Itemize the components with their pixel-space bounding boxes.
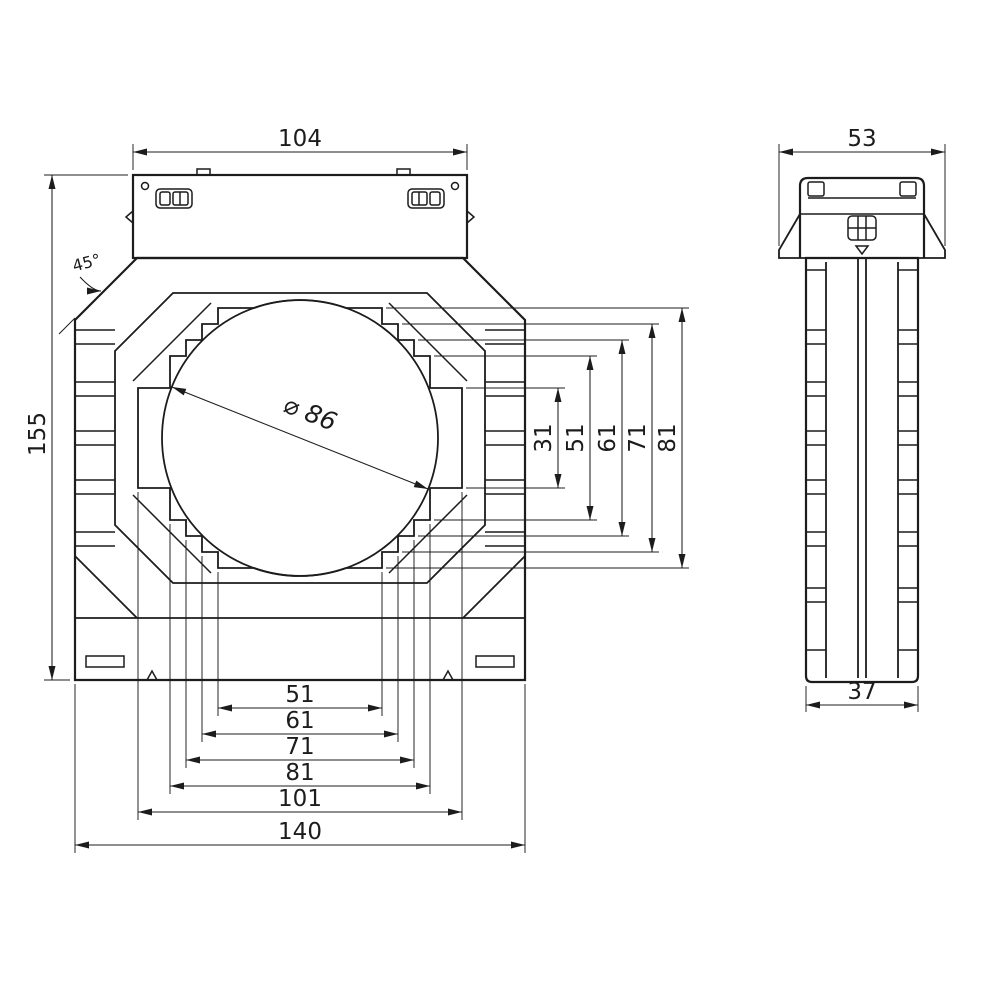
dim-front-top-width-label: 104 — [278, 126, 322, 152]
dim-window-height-71-label: 71 — [625, 423, 651, 452]
front-view: 104 155 45° ⌀ 86 31 — [25, 126, 689, 853]
side-ribs — [806, 269, 918, 651]
dim-window-height-71: 71 — [402, 323, 659, 553]
dim-front-height: 155 — [25, 174, 128, 681]
side-screw — [847, 215, 877, 256]
front-mounting-bracket — [124, 168, 476, 260]
side-body-outline — [804, 256, 920, 684]
front-ribs — [75, 329, 525, 547]
bracket-hole-left — [140, 181, 150, 191]
bore-circle — [161, 299, 439, 577]
dim-side-top-width: 53 — [778, 126, 946, 246]
dim-window-height-61-label: 61 — [595, 423, 621, 452]
side-bracket-wing-left — [778, 213, 806, 259]
side-bracket — [778, 176, 946, 259]
dim-window-height-81-label: 81 — [655, 423, 681, 452]
dim-window-width-81-label: 81 — [285, 760, 314, 786]
dim-bore-diameter-label: ⌀ 86 — [279, 389, 341, 436]
side-view: 53 37 — [778, 126, 946, 712]
dim-window-width-51-label: 51 — [285, 682, 314, 708]
bracket-tab-left — [124, 210, 134, 224]
dim-front-top-width: 104 — [132, 126, 468, 170]
dim-window-width-71: 71 — [185, 540, 415, 768]
front-body-outline — [73, 256, 527, 682]
base-slot-right — [475, 655, 515, 668]
dim-window-width-51: 51 — [217, 572, 383, 716]
dim-bore-diameter: ⌀ 86 — [171, 386, 429, 490]
bracket-tab-right — [466, 210, 476, 224]
dim-window-width-61: 61 — [201, 556, 399, 742]
side-bracket-wing-right — [918, 213, 946, 259]
base-slot-left — [85, 655, 125, 668]
dim-window-height-31-label: 31 — [531, 423, 557, 452]
front-base — [85, 655, 515, 681]
dim-window-width-71-label: 71 — [285, 734, 314, 760]
dim-window-width-101-label: 101 — [278, 786, 322, 812]
dim-window-height-51: 51 — [434, 355, 597, 521]
dim-window-height-61: 61 — [418, 339, 629, 537]
dim-front-overall-width: 140 — [74, 684, 526, 853]
dim-front-height-label: 155 — [25, 412, 51, 456]
dim-side-bottom-width: 37 — [805, 679, 919, 712]
terminal-clip-left — [155, 188, 193, 209]
dim-window-width-81: 81 — [169, 524, 431, 794]
dim-chamfer-angle: 45° — [58, 250, 103, 335]
base-notch-left — [146, 669, 158, 681]
terminal-clip-right — [407, 188, 445, 209]
dim-window-width-101: 101 — [137, 492, 463, 820]
dim-chamfer-angle-label: 45° — [70, 250, 102, 276]
bracket-hole-right — [450, 181, 460, 191]
dim-window-height-51-label: 51 — [563, 423, 589, 452]
base-notch-right — [442, 669, 454, 681]
dim-window-width-61-label: 61 — [285, 708, 314, 734]
dim-side-top-width-label: 53 — [847, 126, 876, 152]
front-inner-frame — [114, 292, 486, 584]
dim-window-height-31: 31 — [466, 387, 565, 489]
dim-window-height-81: 81 — [386, 307, 689, 569]
dim-side-bottom-width-label: 37 — [847, 679, 876, 705]
dim-front-overall-width-label: 140 — [278, 819, 322, 845]
